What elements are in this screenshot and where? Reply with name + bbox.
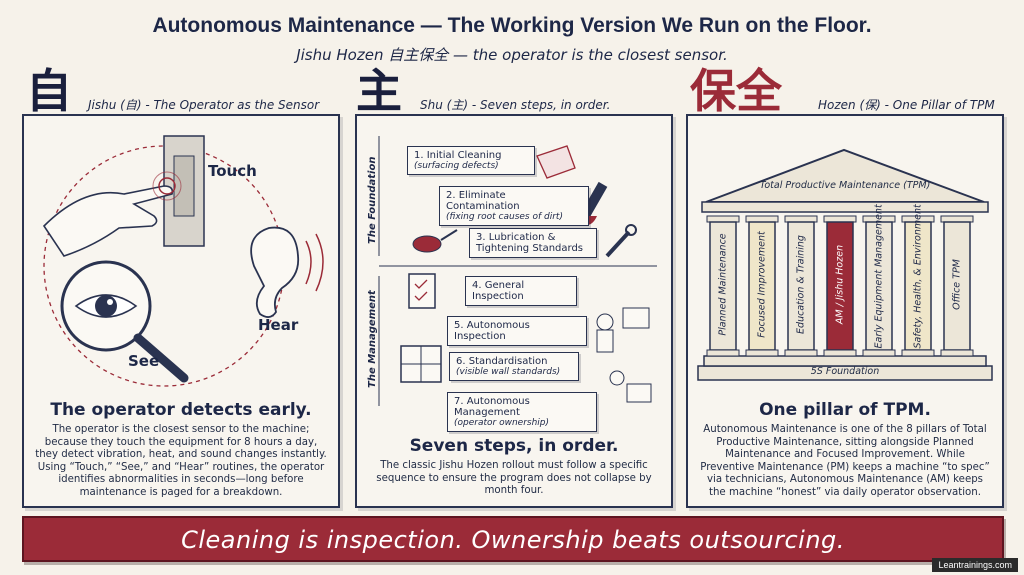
panel-jishu: Touch Hear See The operator detects earl… (22, 114, 340, 508)
kanji-shu: 主 (356, 64, 402, 118)
pillar-label: Safety, Health, & Environment (912, 204, 924, 349)
clipboard-icon (408, 273, 436, 309)
rag-icon (536, 145, 576, 179)
pillar-label: AM / Jishu Hozen (834, 244, 846, 325)
page-subtitle: Jishu Hozen 自主保全 — the operator is the c… (296, 46, 728, 64)
pillar-base (706, 349, 740, 357)
takeaway-banner: Cleaning is inspection. Ownership beats … (22, 516, 1004, 562)
magnifier-eye-icon (60, 260, 189, 383)
pillar-label: Office TPM (951, 259, 963, 310)
panel3-title: One pillar of TPM. (759, 400, 931, 420)
panel3-heading: Hozen (保) - One Pillar of TPM (818, 98, 995, 112)
pillar-column (748, 221, 776, 351)
pillar-label: Early Equipment Management (873, 204, 885, 349)
step-5: 5. Autonomous Inspection (447, 316, 587, 346)
foundation-5s-label: 5S Foundation (810, 366, 880, 377)
pillar-base (745, 349, 779, 357)
hear-label: Hear (258, 316, 299, 334)
sensor-illustration (42, 135, 324, 387)
pillar-column (904, 221, 932, 351)
step-7: 7. Autonomous Management(operator owners… (447, 392, 597, 432)
hand-icon (42, 185, 174, 257)
pillar-label: Planned Maintenance (717, 233, 729, 336)
pillar-column (943, 221, 971, 351)
step-6: 6. Standardisation(visible wall standard… (449, 352, 579, 381)
pillar-base (862, 349, 896, 357)
site-credit: Leantrainings.com (932, 558, 1018, 572)
step-4: 4. General Inspection (465, 276, 577, 306)
pillar-base (901, 349, 935, 357)
tpm-roof-label: Total Productive Maintenance (TPM) (759, 180, 931, 191)
panel1-body: The operator is the closest sensor to th… (35, 424, 327, 498)
pillar-base (823, 349, 857, 357)
panel-hozen: Total Productive Maintenance (TPM) Plann… (686, 114, 1004, 508)
touch-label: Touch (208, 162, 257, 180)
panel-shu: The Foundation The Management 1. Initial… (355, 114, 673, 508)
pillar-column (787, 221, 815, 351)
panel1-title: The operator detects early. (50, 400, 312, 420)
step-2: 2. Eliminate Contamination(fixing root c… (439, 186, 589, 226)
panel3-body: Autonomous Maintenance is one of the 8 p… (700, 424, 990, 498)
panel2-body: The classic Jishu Hozen rollout must fol… (376, 460, 652, 497)
kanji-hozen: 保全 (690, 64, 782, 118)
wrench-icon (605, 224, 637, 258)
steps-illustration (378, 136, 657, 406)
takeaway-text: Cleaning is inspection. Ownership beats … (181, 526, 845, 554)
step-1: 1. Initial Cleaning(surfacing defects) (407, 146, 535, 175)
pillar-base (940, 349, 974, 357)
pillar-label: Focused Improvement (756, 231, 768, 338)
pillar-column (826, 221, 854, 351)
ear-icon (250, 226, 300, 318)
pillar-column (865, 221, 893, 351)
panel2-heading: Shu (主) - Seven steps, in order. (420, 98, 611, 112)
step-3: 3. Lubrication & Tightening Standards (469, 228, 597, 258)
pillar-label: Education & Training (795, 235, 807, 334)
pillar-column (709, 221, 737, 351)
tpm-temple-illustration (697, 148, 993, 381)
see-label: See (128, 352, 160, 370)
oil-can-icon (412, 229, 458, 253)
panel2-title: Seven steps, in order. (409, 436, 619, 456)
computer-icon (609, 370, 652, 403)
page-title: Autonomous Maintenance — The Working Ver… (152, 14, 872, 37)
kanji-ji: 自 (26, 64, 72, 118)
pillar-base (784, 349, 818, 357)
standards-board-icon (400, 345, 442, 383)
panel1-heading: Jishu (自) - The Operator as the Sensor (88, 98, 320, 112)
worker-icon (596, 307, 650, 353)
